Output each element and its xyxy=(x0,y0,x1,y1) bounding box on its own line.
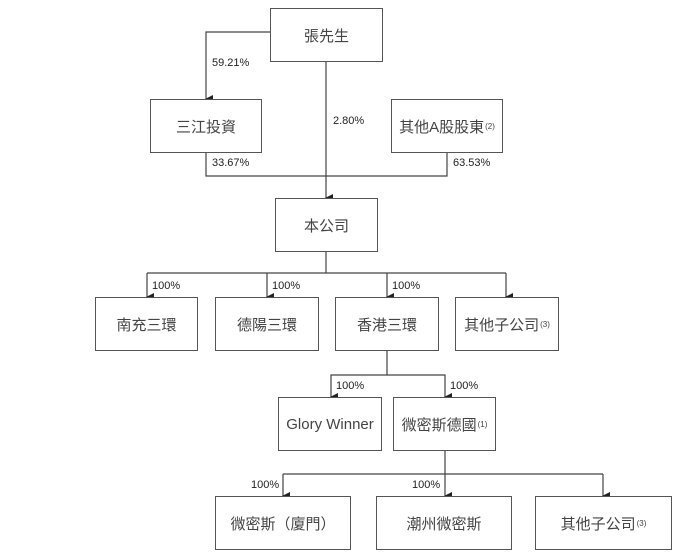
node-label: Glory Winner xyxy=(286,415,374,433)
edge-label: 100% xyxy=(251,479,280,491)
node-other-a-shareholders: 其他A股股東(2) xyxy=(391,99,503,153)
edge-label: 59.21% xyxy=(212,57,250,69)
node-label: 香港三環 xyxy=(356,316,417,334)
node-label: 潮州微密斯 xyxy=(406,515,482,533)
footnote-marker: (3) xyxy=(540,319,550,329)
node-label: 本公司 xyxy=(303,217,349,235)
node-company: 本公司 xyxy=(275,198,378,252)
edge-label: 33.67% xyxy=(212,157,250,169)
node-other-subsidiaries-2: 其他子公司(3) xyxy=(535,496,672,550)
node-chaozhou: 潮州微密斯 xyxy=(376,496,512,550)
node-mr-zhang: 張先生 xyxy=(270,8,383,62)
edge-label: 100% xyxy=(392,280,421,292)
edge-label: 100% xyxy=(450,380,479,392)
edge-label: 2.80% xyxy=(333,115,365,127)
footnote-marker: (2) xyxy=(485,121,495,131)
edge-label: 63.53% xyxy=(453,157,491,169)
node-label: 微密斯（廈門） xyxy=(230,515,336,533)
node-glory-winner: Glory Winner xyxy=(278,397,382,451)
node-xiamen: 微密斯（廈門） xyxy=(215,496,351,550)
node-label: 其他子公司 xyxy=(464,316,540,334)
edge-label: 100% xyxy=(272,280,301,292)
node-label: 南充三環 xyxy=(116,316,177,334)
node-sanjiang: 三江投資 xyxy=(150,99,262,153)
node-label: 三江投資 xyxy=(175,118,236,136)
node-label: 其他子公司 xyxy=(560,515,636,533)
node-hongkong: 香港三環 xyxy=(335,297,439,351)
footnote-marker: (1) xyxy=(477,419,488,429)
edge-label: 100% xyxy=(336,380,365,392)
node-label: 其他A股股東 xyxy=(399,118,485,136)
node-label: 張先生 xyxy=(303,27,349,45)
edge-label: 100% xyxy=(412,479,441,491)
node-other-subsidiaries-1: 其他子公司(3) xyxy=(455,297,559,351)
node-nanchong: 南充三環 xyxy=(95,297,198,351)
node-deyang: 德陽三環 xyxy=(215,297,319,351)
node-label: 德陽三環 xyxy=(236,316,297,334)
node-label: 微密斯德國 xyxy=(401,416,477,434)
footnote-marker: (3) xyxy=(636,518,647,528)
node-germany: 微密斯德國(1) xyxy=(393,397,496,451)
edge-label: 100% xyxy=(152,280,181,292)
